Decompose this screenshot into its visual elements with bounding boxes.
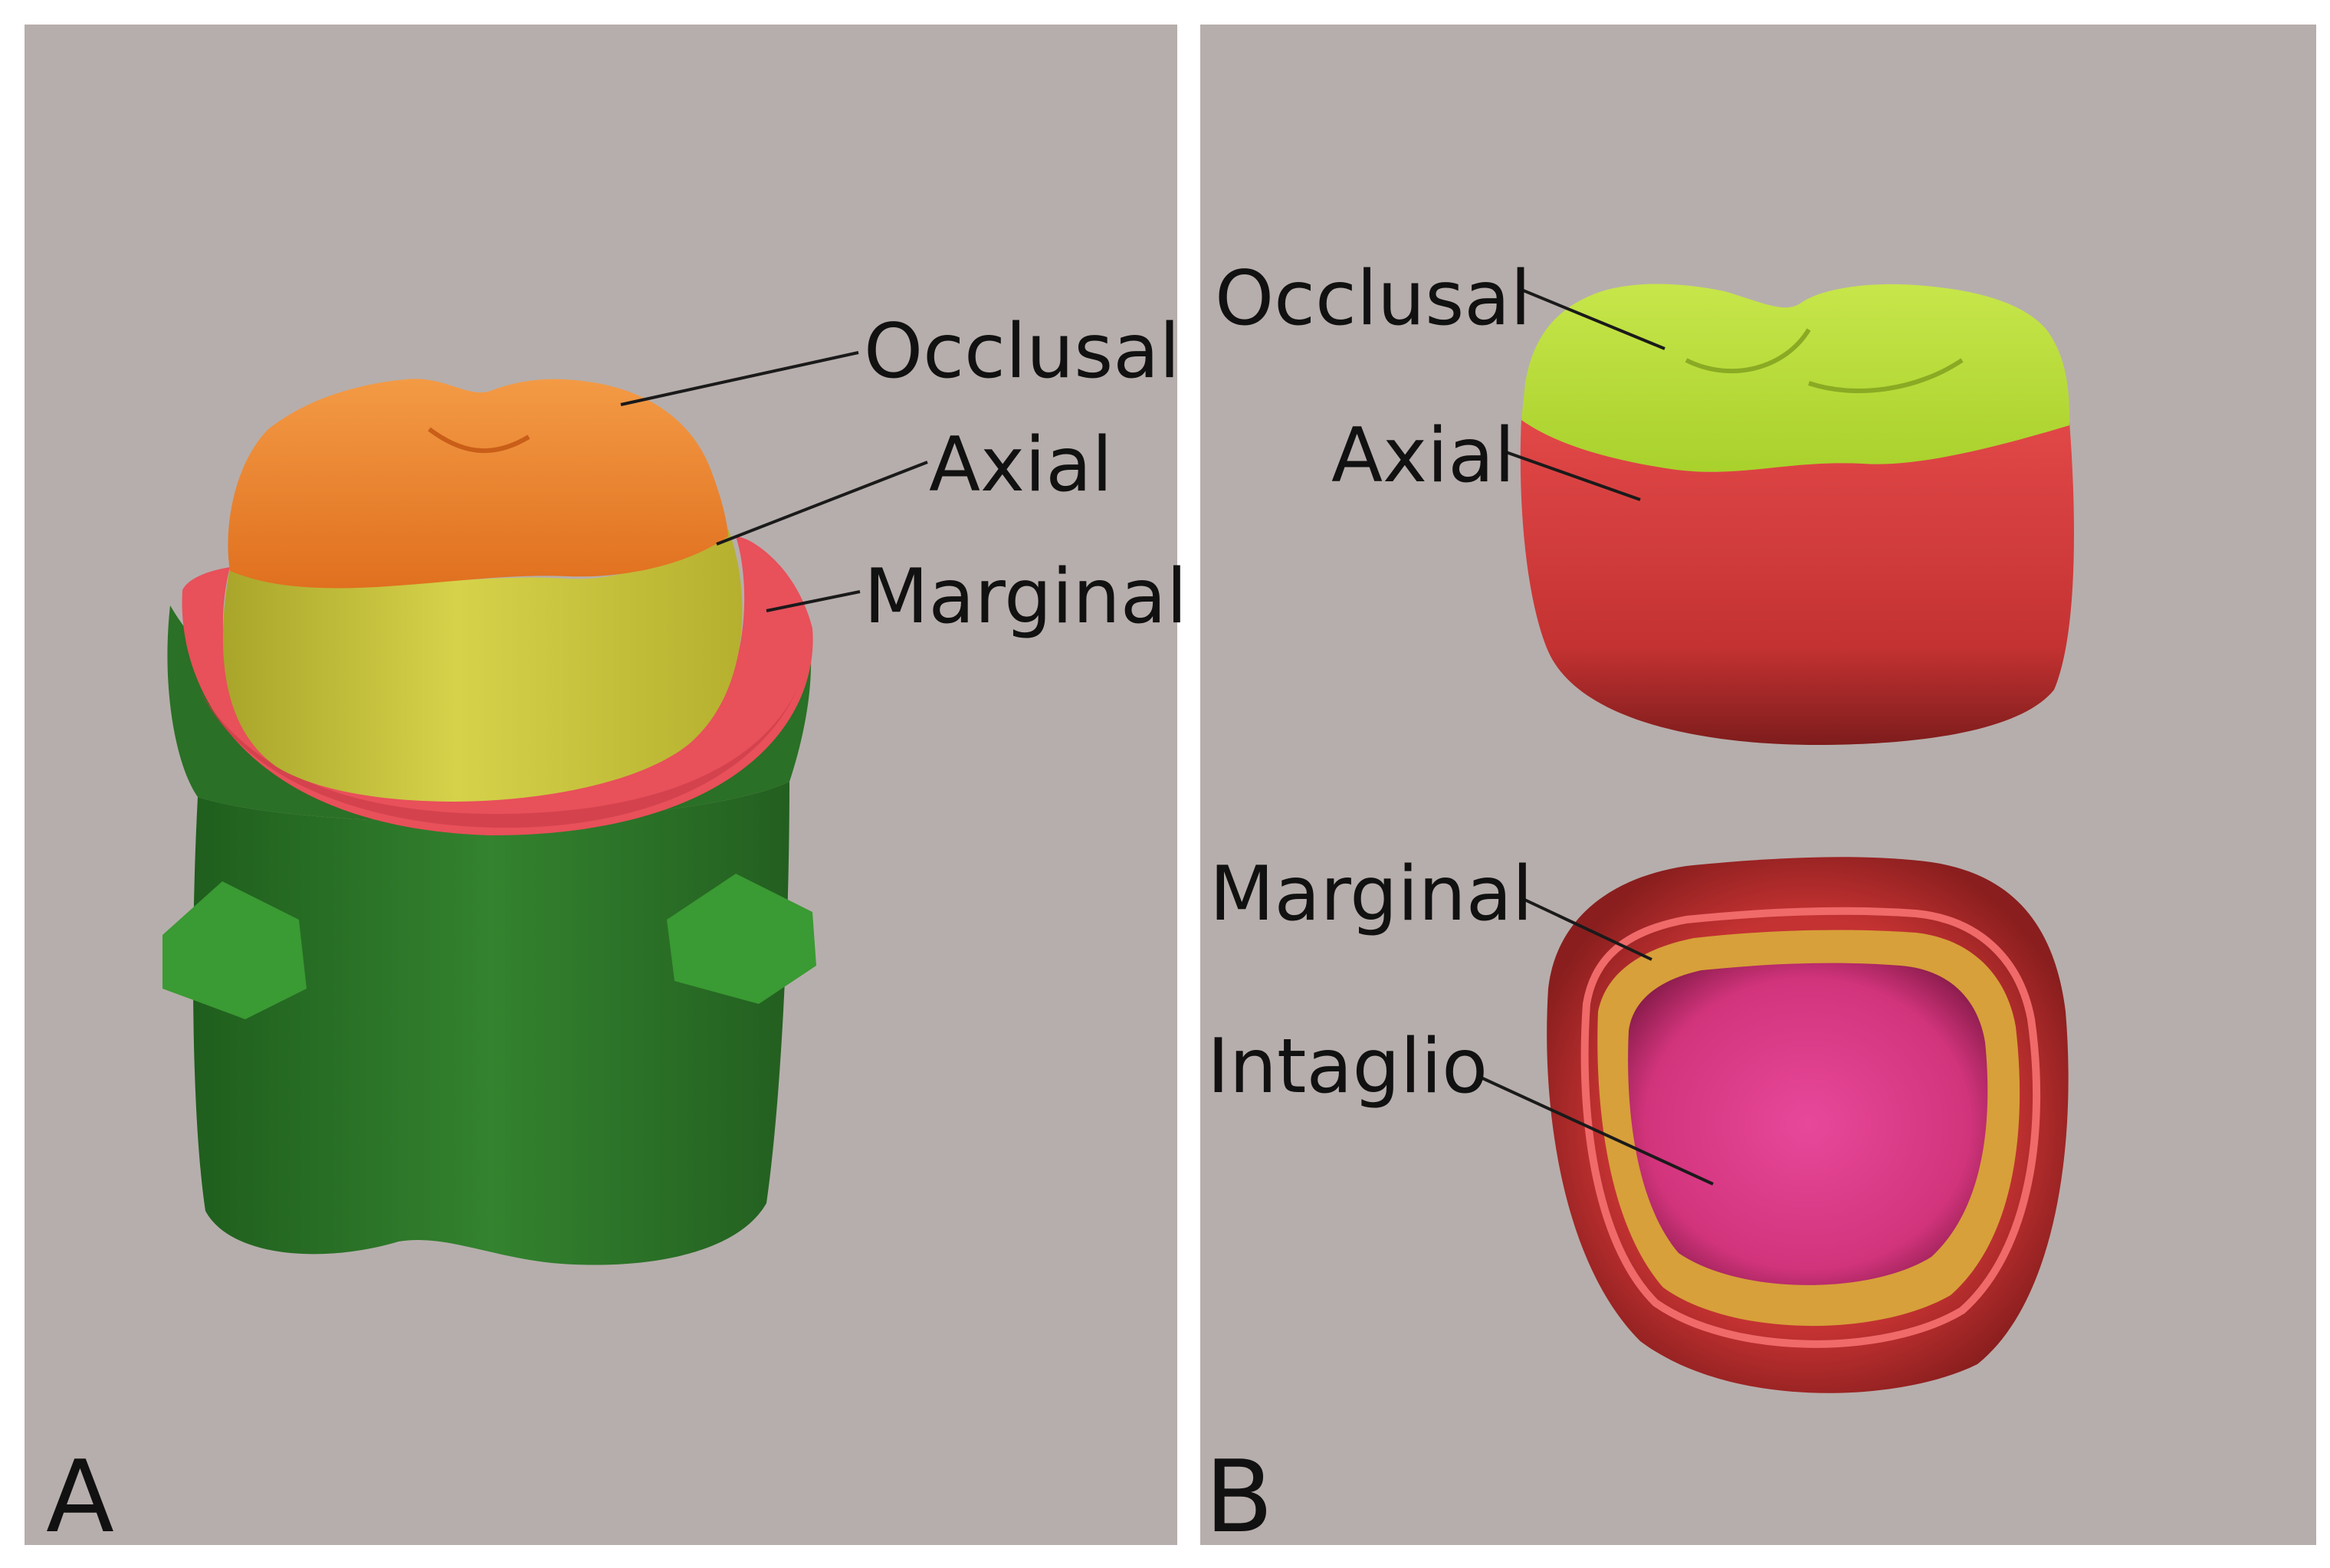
leader-axial-b bbox=[1505, 451, 1641, 501]
die-body bbox=[193, 782, 789, 1265]
axial-wall-b bbox=[1520, 418, 2074, 745]
marginal-line-b bbox=[1580, 907, 2041, 1348]
label-axial-a: Axial bbox=[929, 422, 1113, 509]
panel-letter-a: A bbox=[46, 1438, 114, 1555]
occlusal-surface-b bbox=[1521, 284, 2069, 472]
panel-letter-b: B bbox=[1205, 1438, 1273, 1555]
label-marginal-b: Marginal bbox=[1209, 851, 1533, 938]
leader-axial-a bbox=[716, 461, 928, 546]
leader-marginal-b bbox=[1521, 897, 1652, 961]
label-occlusal-b: Occlusal bbox=[1215, 255, 1531, 343]
occlusal-surface-a bbox=[228, 379, 728, 589]
occlusal-fissure-b bbox=[1685, 328, 1964, 393]
leader-intaglio-b bbox=[1478, 1075, 1714, 1186]
label-marginal-a: Marginal bbox=[864, 553, 1187, 641]
die-tab-right bbox=[667, 874, 816, 1004]
prepared-tooth-model bbox=[162, 379, 816, 1265]
label-intaglio-b: Intaglio bbox=[1207, 1023, 1488, 1110]
axial-wall-a bbox=[222, 529, 743, 802]
leader-occlusal-a bbox=[620, 351, 859, 406]
crown-exterior-model bbox=[1520, 284, 2074, 745]
occlusal-groove-a bbox=[428, 427, 530, 454]
label-occlusal-a: Occlusal bbox=[864, 308, 1180, 395]
crown-intaglio-model bbox=[1547, 857, 2069, 1393]
leader-marginal-a bbox=[766, 590, 861, 612]
intaglio-surface bbox=[1628, 963, 1988, 1285]
leader-occlusal-b bbox=[1521, 288, 1665, 350]
label-axial-b: Axial bbox=[1331, 412, 1515, 500]
die-tab-left bbox=[162, 881, 307, 1019]
